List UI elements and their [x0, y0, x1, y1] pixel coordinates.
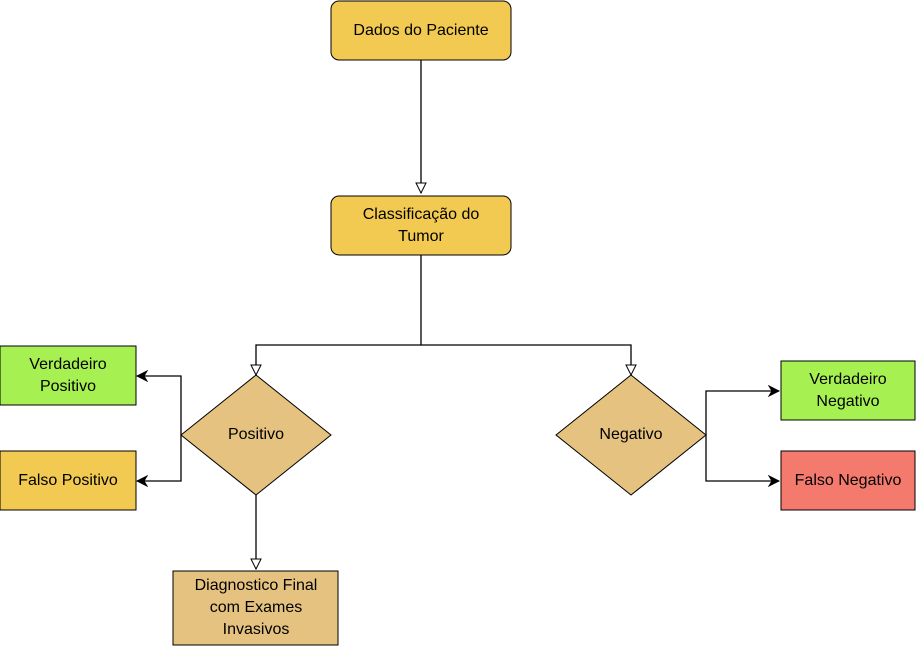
label-line: Falso Positivo	[18, 472, 118, 489]
label-line: Negativo	[816, 393, 879, 410]
node-true-positive-shape	[0, 345, 137, 406]
node-false-negative-shape	[780, 450, 916, 511]
node-patient-data-shape	[330, 0, 512, 61]
node-tumor-classification: Classificação do Tumor	[330, 195, 512, 256]
node-final-diagnosis-shape	[172, 570, 339, 646]
node-patient-data: Dados do Paciente	[330, 0, 512, 61]
label-line: Invasivos	[223, 621, 290, 638]
edge-positive-to-false-positive	[137, 435, 182, 481]
label-line: Verdadeiro	[809, 371, 886, 388]
label-line: Negativo	[599, 426, 662, 443]
node-positive-label: Positivo	[228, 426, 284, 443]
node-tumor-classification-shape	[330, 195, 512, 256]
edge-negative-to-true-negative	[705, 391, 779, 435]
edge-positive-to-true-positive	[137, 376, 182, 435]
node-negative-label: Negativo	[599, 426, 662, 443]
node-patient-data-label: Dados do Paciente	[353, 22, 488, 39]
node-positive: Positivo	[180, 374, 332, 496]
label-line: Diagnostico Final	[195, 577, 318, 594]
node-false-positive: Falso Positivo	[0, 450, 137, 511]
node-false-negative-label: Falso Negativo	[795, 472, 902, 489]
label-line: Dados do Paciente	[353, 22, 488, 39]
node-false-positive-label: Falso Positivo	[18, 472, 118, 489]
node-tumor-classification-label: Classificação do Tumor	[363, 206, 480, 245]
edge-classification-to-negative	[421, 344, 631, 375]
node-false-negative: Falso Negativo	[780, 450, 916, 511]
label-line: com Exames	[210, 599, 302, 616]
edge-classification-to-positive	[256, 255, 422, 375]
node-negative-shape	[555, 374, 707, 496]
label-line: Positivo	[40, 378, 96, 395]
node-positive-shape	[180, 374, 332, 496]
label-line: Falso Negativo	[795, 472, 902, 489]
node-true-negative-shape	[780, 360, 916, 421]
label-line: Tumor	[398, 228, 444, 245]
label-line: Positivo	[228, 426, 284, 443]
node-false-positive-shape	[0, 450, 137, 511]
node-negative: Negativo	[555, 374, 707, 496]
edge-negative-to-false-negative	[705, 435, 779, 481]
label-line: Verdadeiro	[29, 356, 106, 373]
label-line: Classificação do	[363, 206, 480, 223]
